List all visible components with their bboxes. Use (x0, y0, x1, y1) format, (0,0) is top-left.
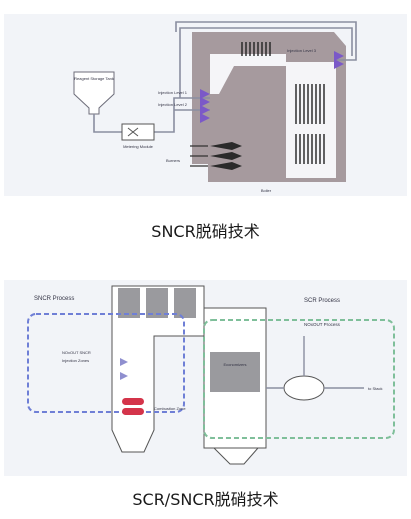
economizers-label: Economizers (223, 362, 246, 367)
injection-zones-label: Injection Zones (62, 358, 89, 363)
boiler-label: Boiler (261, 188, 272, 193)
metering-module (121, 123, 155, 141)
sncr-diagram: Reagent Storage Tank Metering Module Inj… (4, 14, 407, 196)
scr-sncr-diagram: SNCR Process SCR Process Economizers NOx… (4, 280, 407, 476)
superheater-coils (241, 42, 325, 164)
injection-level-2-label: Injection Level 2 (158, 102, 188, 107)
injection-level-1-label: Injection Level 1 (158, 90, 188, 95)
scr-sncr-diagram-svg: SNCR Process SCR Process Economizers NOx… (4, 280, 407, 476)
sncr-injectors (120, 358, 128, 380)
convective-pass (286, 62, 336, 178)
sncr-caption: SNCR脱硝技术 (151, 222, 260, 241)
metering-module-label: Metering Module (123, 144, 154, 149)
injection-level-3-label: Injection Level 3 (287, 48, 317, 53)
metering-valve-icon (127, 127, 139, 137)
flue-gas-path (266, 336, 364, 389)
noxout-sncr-label: NOxOUT SNCR (62, 350, 91, 355)
sncr-diagram-svg: Reagent Storage Tank Metering Module Inj… (4, 14, 407, 196)
burner-arrows (190, 145, 208, 167)
scr-reactor (283, 375, 325, 401)
injectors (200, 51, 344, 123)
sncr-figure: Reagent Storage Tank Metering Module Inj… (0, 0, 411, 241)
scr-process-label: SCR Process (304, 298, 340, 304)
furnace-throat (210, 54, 286, 94)
scr-loop (203, 319, 395, 439)
scr-sncr-caption: SCR/SNCR脱硝技术 (132, 490, 279, 509)
sncr-process-label: SNCR Process (34, 296, 74, 302)
sncr-loop (27, 313, 185, 413)
reagent-tank (73, 71, 115, 115)
noxout-process-label: NOxOUT Process (304, 322, 341, 327)
to-stack-label: to Stack (368, 386, 382, 391)
superheater-blocks (118, 288, 196, 318)
reagent-tank-label: Reagent Storage Tank (74, 76, 114, 81)
economizer-block (210, 352, 260, 392)
combustion-zone-label: Combustion Zone (154, 406, 186, 411)
burners-label: Burners (166, 158, 180, 163)
combustion-burners (122, 398, 144, 415)
burner-flames (210, 142, 242, 170)
scr-sncr-figure: SNCR Process SCR Process Economizers NOx… (0, 240, 411, 519)
ash-hopper (212, 447, 260, 465)
